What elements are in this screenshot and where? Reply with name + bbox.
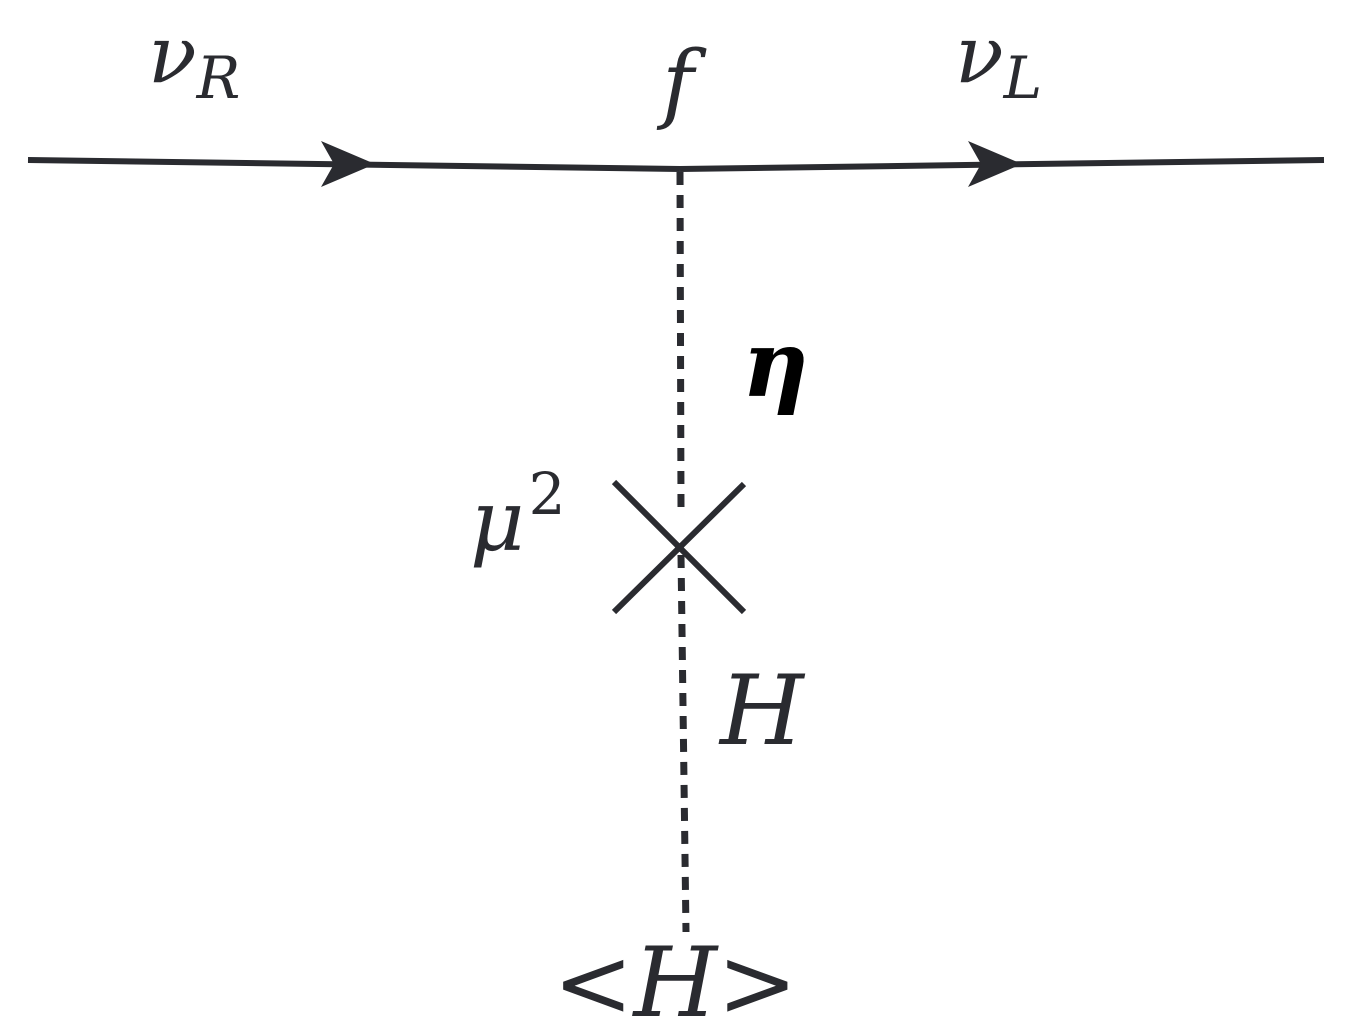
arrow-nu-l-icon (968, 141, 1022, 187)
mass-insertion-cross-icon (611, 479, 747, 615)
scalar-line-eta (676, 171, 685, 509)
label-vev-field: H (631, 927, 719, 1030)
label-nu-r-subscript: R (196, 44, 241, 112)
arrow-nu-r-icon (321, 141, 375, 187)
label-mu-symbol: μ (470, 472, 525, 570)
label-nu-l-subscript: L (1003, 44, 1043, 112)
label-vev-open: < (553, 927, 633, 1030)
label-coupling-f: f (656, 33, 707, 133)
label-nu-l-symbol: ν (955, 8, 1004, 101)
label-nu-r: νR (148, 8, 240, 112)
label-eta: η (742, 310, 809, 418)
label-nu-r-symbol: ν (148, 8, 197, 101)
label-nu-l: νL (955, 8, 1042, 112)
label-vev-close: > (717, 927, 797, 1030)
label-mu-squared: μ2 (470, 460, 566, 570)
label-higgs: H (718, 655, 806, 767)
label-mu-superscript: 2 (529, 460, 566, 528)
scalar-line-higgs (677, 554, 690, 933)
label-higgs-vev: <H> (553, 927, 798, 1030)
